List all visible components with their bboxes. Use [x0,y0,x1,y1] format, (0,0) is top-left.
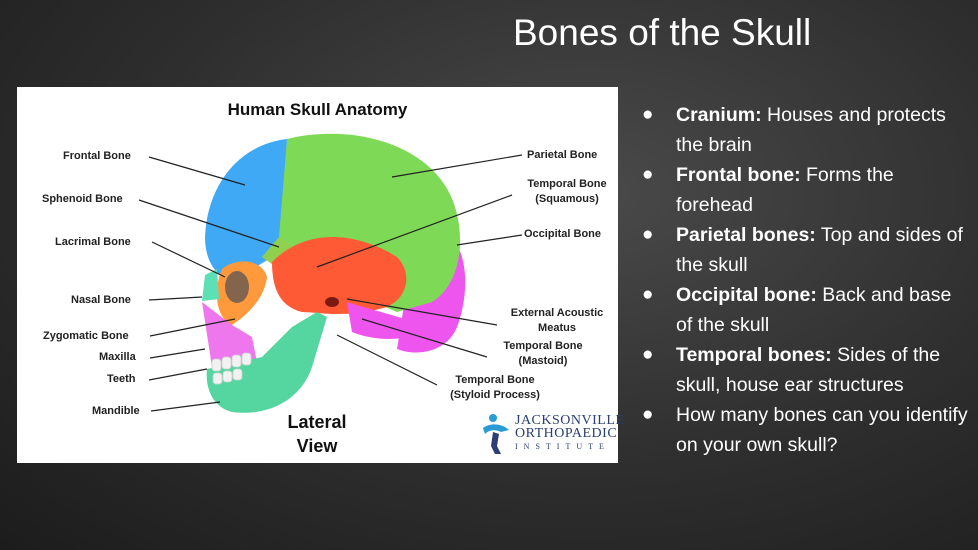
logo-line1: JACKSONVILLE [515,413,625,428]
mandible-bone-shape [206,312,327,413]
label-temporal-styloid-line2: (Styloid Process) [450,389,540,401]
logo-text: JACKSONVILLE ORTHOPAEDIC INSTITUTE [515,414,624,453]
label-lacrimal-bone: Lacrimal Bone [55,236,131,248]
label-temporal-squamous: Temporal Bone (Squamous) [515,177,619,207]
bullet-item: ● Cranium: Houses and protects the brain [638,100,968,160]
bullet-item: ● Frontal bone: Forms the forehead [638,160,968,220]
label-frontal-bone: Frontal Bone [63,150,131,162]
frontal-bone-shape [205,139,287,282]
teeth-shape [211,352,252,385]
label-temporal-squamous-line2: (Squamous) [535,193,599,205]
bullet-item: ● Parietal bones: Top and sides of the sk… [638,220,968,280]
label-temporal-styloid-line1: Temporal Bone [455,374,535,386]
label-temporal-squamous-line1: Temporal Bone [527,178,607,190]
bullet-text: How many bones can you identify on your … [676,404,968,456]
label-zygomatic-bone: Zygomatic Bone [43,330,129,342]
slide-title: Bones of the Skull [513,12,812,53]
label-external-acoustic-meatus: External Acoustic Meatus [495,306,619,336]
bullet-term: Temporal bones: [676,344,832,366]
label-parietal-bone: Parietal Bone [527,149,598,161]
bullet-dot-icon: ● [642,344,654,365]
bullet-item: ● How many bones can you identify on your… [638,400,968,460]
runner-logo-icon [483,414,509,454]
bullet-list: ●Cranium: Houses and protects the brain … [638,100,968,460]
institute-logo: JACKSONVILLE ORTHOPAEDIC INSTITUTE [479,412,624,457]
bullet-text: Sides of the skull, house ear structures [676,344,941,396]
bullet-text: Houses and protects the brain [676,104,946,156]
label-temporal-mastoid-line2: (Mastoid) [518,355,568,367]
eye-socket-shape [225,271,249,303]
bullet-dot-icon: ● [642,164,654,185]
label-ext-acoustic-line2: Meatus [538,322,576,334]
label-occipital-bone: Occipital Bone [524,228,602,240]
occipital-lower-shape [347,302,422,339]
bullet-term: Occipital bone: [676,284,817,306]
label-temporal-mastoid: Temporal Bone (Mastoid) [483,339,603,369]
temporal-bone-shape [272,237,407,315]
bullet-dot-icon: ● [642,224,654,245]
label-teeth: Teeth [107,373,136,385]
view-label: Lateral View [272,410,362,458]
label-ext-acoustic-line1: External Acoustic [510,307,604,319]
bullet-text: Forms the forehead [676,164,894,216]
view-label-line1: Lateral [287,412,347,432]
bullet-item: ● Temporal bones: Sides of the skull, hou… [638,340,968,400]
maxilla-bone-shape [202,302,257,367]
label-temporal-mastoid-line1: Temporal Bone [503,340,583,352]
label-sphenoid-bone: Sphenoid Bone [42,193,123,205]
ear-canal-shape [325,297,339,307]
bullet-term: Frontal bone: [676,164,801,186]
logo-line2: ORTHOPAEDIC [515,426,618,441]
logo-line3: INSTITUTE [515,442,610,451]
label-temporal-styloid: Temporal Bone (Styloid Process) [435,373,555,403]
skull-diagram: Human Skull Anatomy Frontal Bone Sphenoi… [17,87,624,463]
bullet-dot-icon: ● [642,404,654,425]
bullet-dot-icon: ● [642,104,654,125]
view-label-line2: View [296,436,338,456]
bullet-term: Parietal bones: [676,224,816,246]
label-maxilla: Maxilla [99,351,136,363]
nasal-bone-shape [202,269,219,301]
bullet-item: ● Occipital bone: Back and base of the sk… [638,280,968,340]
diagram-title: Human Skull Anatomy [227,100,408,119]
bullet-text: Top and sides of the skull [676,224,963,276]
bullet-term: Cranium: [676,104,762,126]
skull-illustration [138,133,523,413]
label-nasal-bone: Nasal Bone [71,294,131,306]
bullet-text: Back and base of the skull [676,284,952,336]
bullet-dot-icon: ● [642,284,654,305]
label-mandible: Mandible [92,405,140,417]
